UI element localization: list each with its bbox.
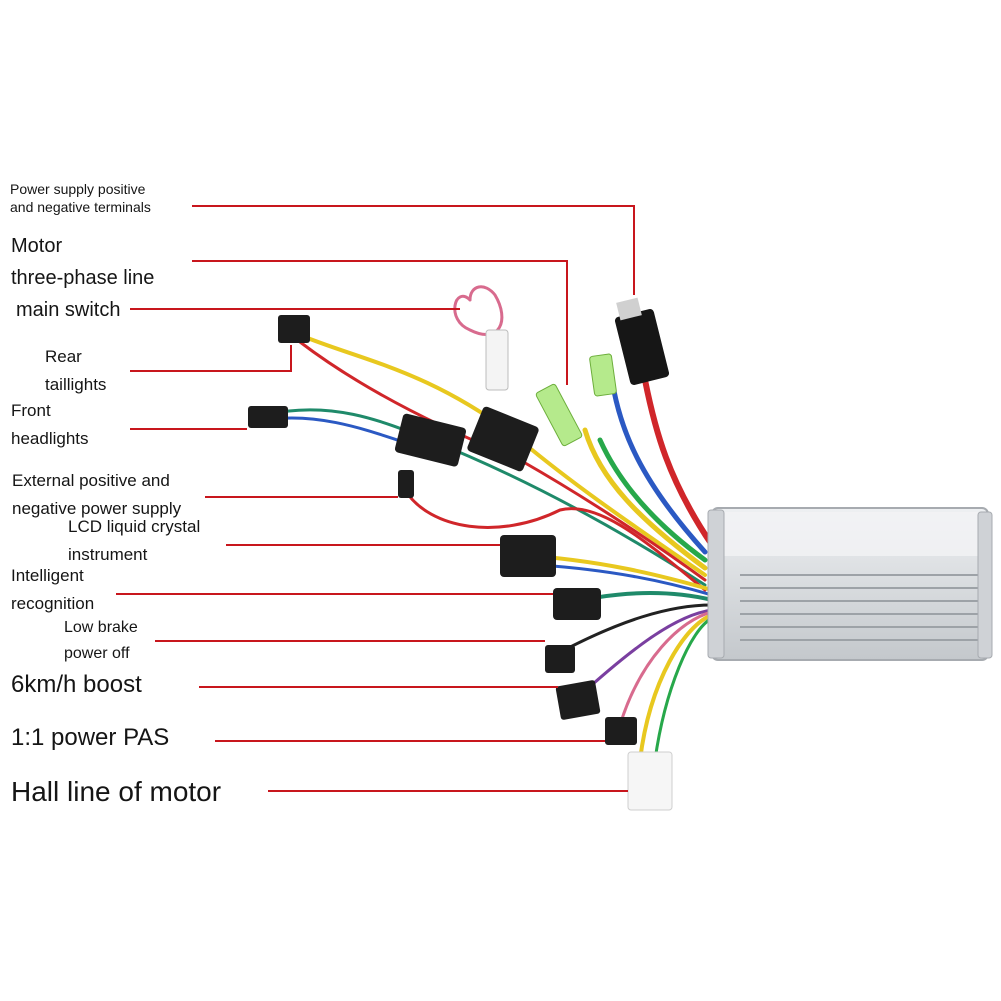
- label-line: headlights: [11, 428, 89, 448]
- label-power-pas: 1:1 power PAS: [11, 723, 169, 753]
- label-6kmh-boost: 6km/h boost: [11, 670, 142, 700]
- leader-line-motor-three-phase: [192, 260, 568, 385]
- label-line: Low brake: [64, 619, 138, 636]
- label-line: power off: [64, 644, 130, 662]
- label-line: instrument: [68, 544, 148, 564]
- label-line: Power supply positive: [10, 181, 146, 197]
- label-line: External positive and: [12, 471, 170, 490]
- label-line: Rear: [45, 347, 82, 366]
- connector-icon: [248, 297, 673, 811]
- controller-housing-icon: [707, 507, 993, 661]
- label-intelligent-recognition: Intelligent recognition: [11, 562, 94, 617]
- label-main-switch: main switch: [16, 298, 120, 323]
- label-line: taillights: [45, 374, 107, 394]
- label-low-brake-power-off: Low brake power off: [64, 615, 138, 666]
- label-line: recognition: [11, 593, 95, 613]
- label-external-power-supply: External positive and negative power sup…: [12, 467, 181, 522]
- label-hall-line-motor: Hall line of motor: [11, 774, 221, 809]
- leader-line-power-supply: [192, 205, 635, 295]
- leader-line-rear-taillights: [130, 345, 292, 372]
- label-lcd-instrument: LCD liquid crystal instrument: [68, 513, 200, 568]
- label-line: and negative terminals: [10, 198, 151, 215]
- leader-lines: [116, 205, 635, 792]
- label-power-supply-terminals: Power supply positive and negative termi…: [10, 181, 151, 216]
- label-line: 1:1 power PAS: [11, 724, 170, 751]
- label-line: three-phase line: [11, 267, 155, 289]
- label-front-headlights: Front headlights: [11, 397, 89, 452]
- label-line: Front: [11, 401, 51, 420]
- label-rear-taillights: Rear taillights: [45, 343, 106, 398]
- label-line: 6km/h boost: [11, 671, 142, 698]
- label-line: Motor: [11, 235, 63, 257]
- label-line: negative power supply: [12, 498, 182, 518]
- label-line: main switch: [16, 299, 121, 321]
- label-motor-three-phase-line: Motor three-phase line: [11, 230, 154, 294]
- label-line: Intelligent: [11, 566, 84, 585]
- label-line: Hall line of motor: [11, 776, 222, 807]
- label-line: LCD liquid crystal: [68, 517, 201, 536]
